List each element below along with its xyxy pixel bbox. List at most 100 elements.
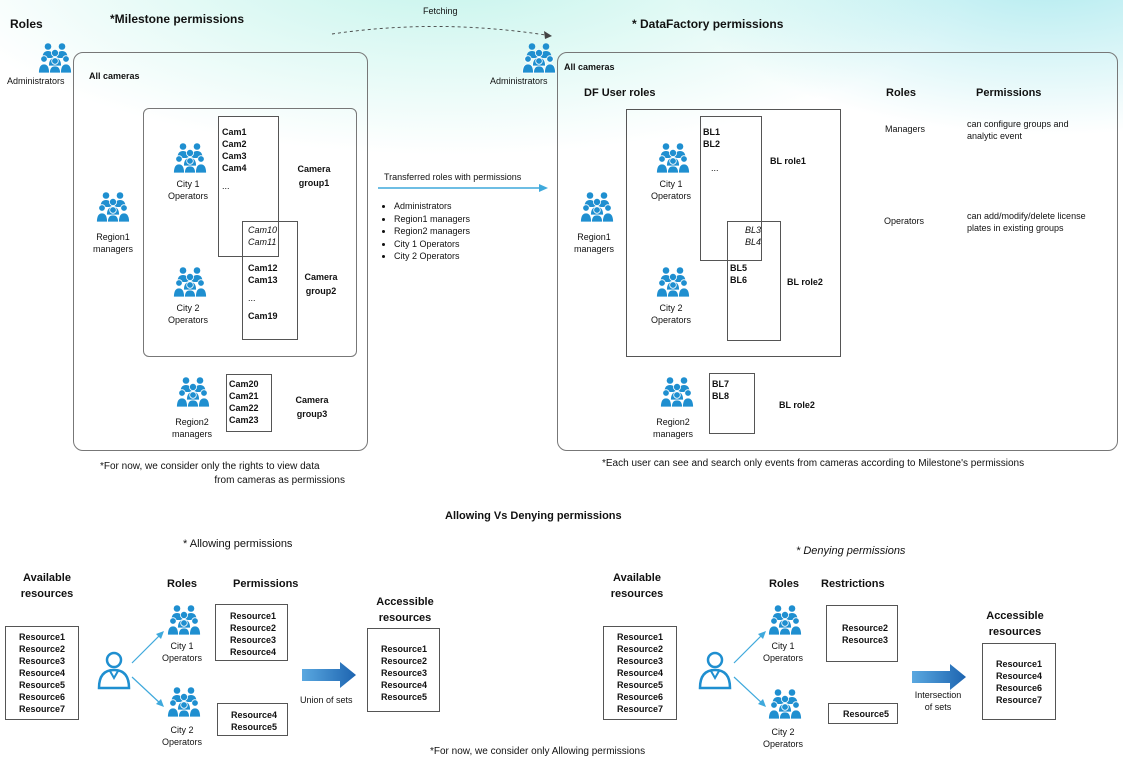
denying-result-box: [982, 643, 1056, 720]
denying-restr1-box: [826, 605, 898, 662]
transfer-arrow: [378, 184, 548, 192]
allowing-roles-heading: Roles: [167, 578, 197, 590]
bl-role1-label: BL role1: [770, 156, 806, 166]
roles-heading: Roles: [10, 17, 43, 31]
bl-role2-box: [727, 221, 781, 341]
region1-managers-icon: [96, 191, 130, 223]
administrators-label-right: Administrators: [490, 76, 548, 86]
df-managers-role: Managers: [885, 124, 926, 134]
allowing-role-arrows: [131, 631, 164, 707]
denying-available-box: [603, 626, 677, 720]
df-city2-operators-icon: [656, 266, 690, 298]
df-all-cameras-label: All cameras: [564, 62, 615, 72]
df-region2-managers-icon: [660, 376, 694, 408]
df-permissions-header: Permissions: [976, 87, 1042, 99]
user-icon-allowing: [97, 651, 131, 690]
fetching-arrow: [331, 26, 553, 39]
milestone-all-cameras-label: All cameras: [89, 71, 140, 81]
df-roles-header: Roles: [886, 87, 916, 99]
milestone-all-cameras-box: [73, 52, 368, 451]
df-footnote: *Each user can see and search only event…: [602, 458, 1025, 469]
allowing-title: * Allowing permissions: [183, 538, 293, 550]
allowing-perm1-box: [215, 604, 288, 661]
allowing-vs-denying-title: Allowing Vs Denying permissions: [445, 510, 622, 522]
denying-restr2-box: [828, 703, 898, 724]
transfer-roles-list: AdministratorsRegion1 managers Region2 m…: [380, 200, 470, 263]
administrators-icon-left: [38, 42, 72, 74]
allowing-footnote: *For now, we consider only Allowing perm…: [430, 746, 646, 757]
df-operators-role: Operators: [884, 216, 925, 226]
bl-role2-bottom-label: BL role2: [779, 400, 815, 410]
denying-city2-icon: [768, 688, 802, 720]
allowing-permissions-heading: Permissions: [233, 578, 299, 590]
df-city1-operators-icon: [656, 142, 690, 174]
union-label: Union of sets: [300, 695, 353, 705]
city2-operators-icon: [173, 266, 207, 298]
bl-bottom-box: [709, 373, 755, 434]
city1-operators-icon: [173, 142, 207, 174]
transfer-label: Transferred roles with permissions: [384, 172, 522, 182]
bl-role2-label: BL role2: [787, 277, 823, 287]
union-arrow: [302, 662, 356, 688]
allowing-result-box: [367, 628, 440, 712]
milestone-title: *Milestone permissions: [110, 12, 245, 26]
camera-group2-box: [242, 221, 298, 340]
denying-title: * Denying permissions: [796, 545, 906, 557]
milestone-region1-box: [143, 108, 357, 357]
allowing-city2-icon: [167, 686, 201, 718]
datafactory-title: * DataFactory permissions: [632, 17, 784, 31]
denying-restr2-list: Resource5: [843, 709, 890, 719]
camera-group1-box: [218, 116, 279, 257]
administrators-icon-right: [522, 42, 556, 74]
denying-restrictions-heading: Restrictions: [821, 578, 885, 590]
df-region1-box: [626, 109, 841, 357]
df-region1-managers-icon: [580, 191, 614, 223]
df-all-cameras-box: [557, 52, 1118, 451]
region2-managers-icon: [176, 376, 210, 408]
df-user-roles-label: DF User roles: [584, 87, 656, 99]
fetching-label: Fetching: [423, 6, 458, 16]
denying-roles-heading: Roles: [769, 578, 799, 590]
bl-role1-box: [700, 116, 762, 261]
denying-city1-icon: [768, 604, 802, 636]
allowing-city1-icon: [167, 604, 201, 636]
allowing-available-box: [5, 626, 79, 720]
user-icon-denying: [698, 651, 732, 690]
